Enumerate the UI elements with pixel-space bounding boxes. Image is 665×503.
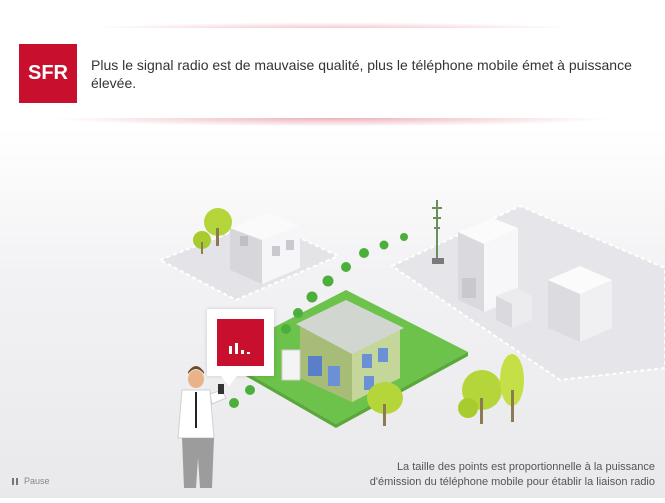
signal-bubble xyxy=(207,309,274,386)
info-message: Plus le signal radio est de mauvaise qua… xyxy=(91,57,632,91)
logo-text: SFR xyxy=(28,62,68,84)
header-glow-bottom xyxy=(0,118,665,128)
pause-icon xyxy=(12,477,18,485)
caption: La taille des points est proportionnelle… xyxy=(325,460,655,490)
illustration-scene xyxy=(0,128,665,498)
sfr-logo: SFR xyxy=(19,44,77,103)
header-glow-top xyxy=(0,20,665,30)
pause-button[interactable]: Pause xyxy=(12,476,50,486)
pause-label: Pause xyxy=(24,476,50,486)
caption-line-2: d'émission du téléphone mobile pour étab… xyxy=(369,476,655,488)
bubble-tail xyxy=(221,376,237,386)
caption-line-1: La taille des points est proportionnelle… xyxy=(396,461,655,473)
city-illustration xyxy=(157,200,665,488)
signal-bars-icon xyxy=(217,319,264,366)
header xyxy=(0,28,665,124)
